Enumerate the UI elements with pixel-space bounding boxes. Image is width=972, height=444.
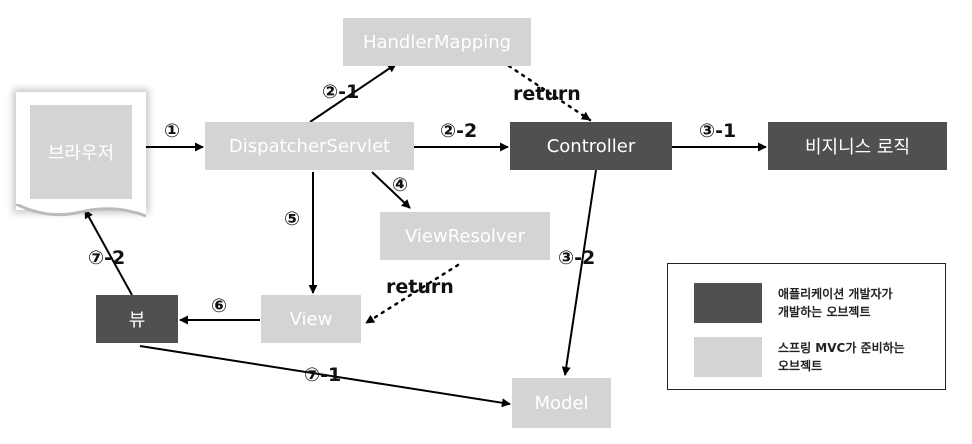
edge-label-step4: ④ (392, 174, 409, 196)
legend-framework-line2: 오브젝트 (778, 359, 823, 373)
edge-label-step6: ⑥ (211, 295, 228, 317)
arrow-view-impl-to-model (139, 345, 511, 408)
edge-label-step3-2: ③-2 (558, 247, 596, 269)
arrow-view-impl-to-browser (84, 209, 133, 296)
legend-text-developer: 애플리케이션 개발자가 개발하는 오브젝트 (778, 285, 893, 321)
arrow-dispatcher-to-handler-mapping (309, 63, 397, 123)
edge-label-step7-2: ⑦-2 (88, 247, 126, 269)
arrow-handler-mapping-return (507, 64, 592, 122)
arrow-controller-to-model (561, 169, 597, 376)
edge-label-step5: ⑤ (284, 208, 301, 230)
edge-label-step1: ① (164, 120, 181, 142)
edge-label-step2-2: ②-2 (440, 120, 478, 142)
edge-label-return-resolver: return (386, 276, 454, 298)
legend: 애플리케이션 개발자가 개발하는 오브젝트 스프링 MVC가 준비하는 오브젝트 (667, 263, 946, 390)
browser-node: 브라우저 (16, 92, 146, 220)
view-box: View (261, 295, 361, 343)
handler-mapping-box: HandlerMapping (343, 18, 531, 66)
view-impl-box: 뷰 (96, 295, 178, 343)
edge-label-step3-1: ③-1 (699, 120, 737, 142)
controller-box: Controller (510, 122, 672, 170)
legend-swatch-framework (694, 337, 762, 377)
legend-swatch-developer (694, 283, 762, 323)
edge-label-step7-1: ⑦-1 (304, 364, 342, 386)
business-logic-box: 비지니스 로직 (768, 122, 947, 170)
legend-text-framework: 스프링 MVC가 준비하는 오브젝트 (778, 339, 905, 375)
browser-box: 브라우저 (30, 105, 132, 199)
view-resolver-box: ViewResolver (380, 212, 550, 260)
browser-page-curl (16, 204, 146, 218)
legend-developer-line2: 개발하는 오브젝트 (778, 305, 871, 319)
arrow-view-resolver-return (364, 263, 460, 325)
model-box: Model (512, 378, 611, 428)
edge-label-return-handler: return (513, 83, 581, 105)
legend-framework-line1: 스프링 MVC가 준비하는 (778, 341, 905, 355)
arrow-dispatcher-to-view-resolver (371, 171, 411, 209)
legend-developer-line1: 애플리케이션 개발자가 (778, 287, 893, 301)
edge-label-step2-1: ②-1 (322, 81, 360, 103)
dispatcher-servlet-box: DispatcherServlet (205, 122, 414, 170)
